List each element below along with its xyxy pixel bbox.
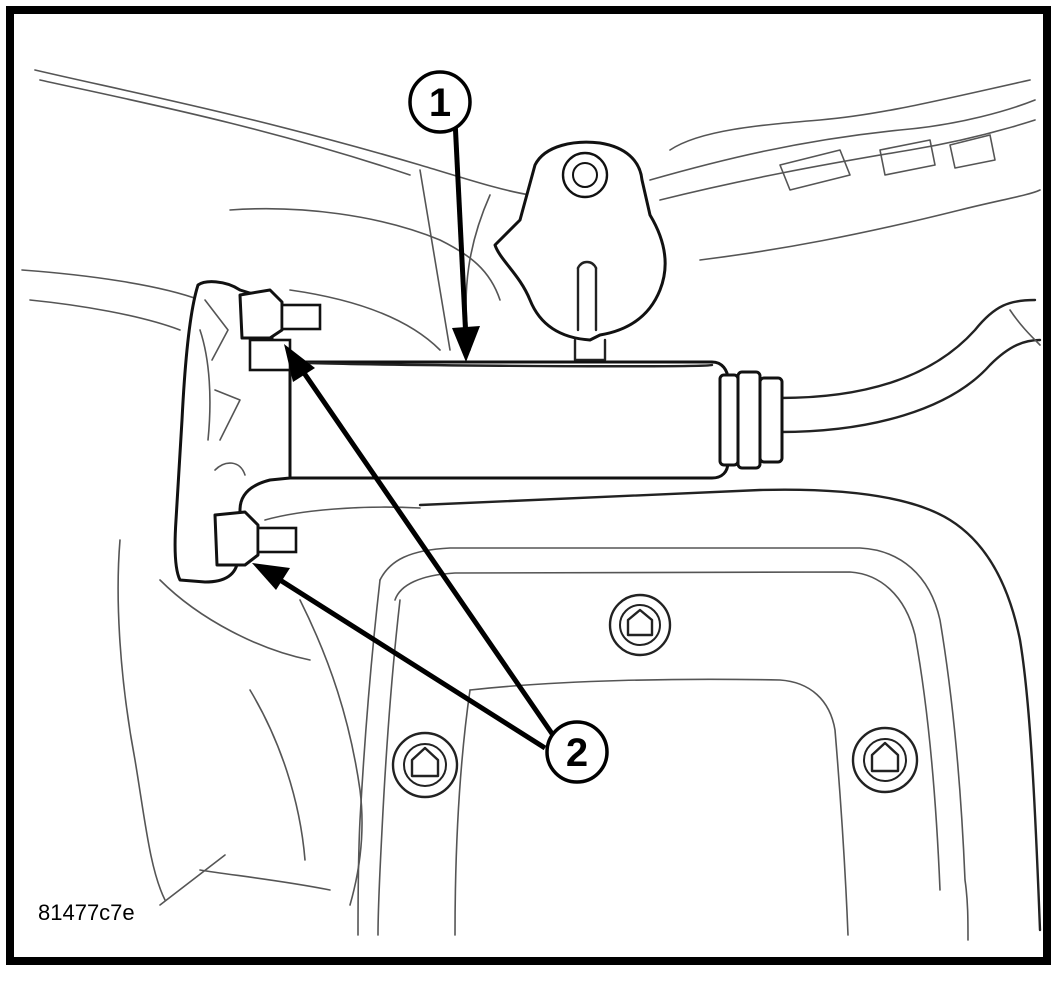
- mounting-bracket: [173, 280, 322, 584]
- pan-bolt-3: [851, 726, 919, 794]
- frame-border: [6, 6, 1051, 965]
- callout-1: 1: [408, 70, 472, 134]
- sensor-body: [288, 360, 784, 480]
- background-housing-lines: [21, 69, 1042, 906]
- callout-1-label: 1: [429, 81, 451, 125]
- pan-bolt-2: [391, 731, 459, 799]
- figure-id: 81477c7e: [38, 900, 135, 925]
- leader-lines: [252, 119, 558, 751]
- oil-pan-outline: [357, 488, 1042, 941]
- upper-mount-bolt: [493, 140, 667, 362]
- callout-2-label: 2: [566, 731, 588, 775]
- pan-bolt-1: [608, 593, 672, 657]
- callout-2: 2: [545, 720, 609, 784]
